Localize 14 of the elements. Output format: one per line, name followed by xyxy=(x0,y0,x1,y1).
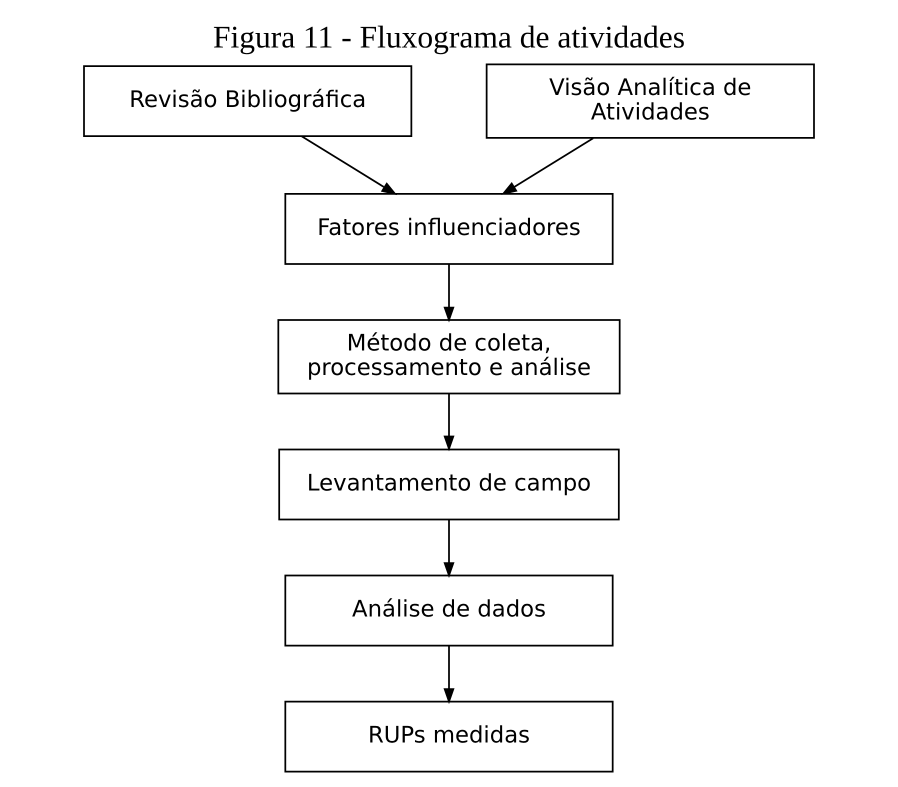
node-box: RUPs medidas xyxy=(284,700,614,772)
node-box: Visão Analítica de Atividades xyxy=(486,64,815,139)
node-box: Análise de dados xyxy=(284,574,614,646)
node-box: Revisão Bibliográfica xyxy=(83,65,412,138)
arrow xyxy=(443,646,455,704)
node-box: Método de coleta, processamento e análise xyxy=(277,319,621,394)
arrow xyxy=(501,137,594,195)
arrow xyxy=(443,264,455,322)
arrow xyxy=(443,520,455,578)
node-box: Fatores influenciadores xyxy=(284,193,614,265)
diagram-title: Figura 11 - Fluxograma de atividades xyxy=(212,20,686,55)
arrow xyxy=(443,394,455,452)
node-box: Levantamento de campo xyxy=(278,448,620,520)
arrow xyxy=(301,135,398,196)
